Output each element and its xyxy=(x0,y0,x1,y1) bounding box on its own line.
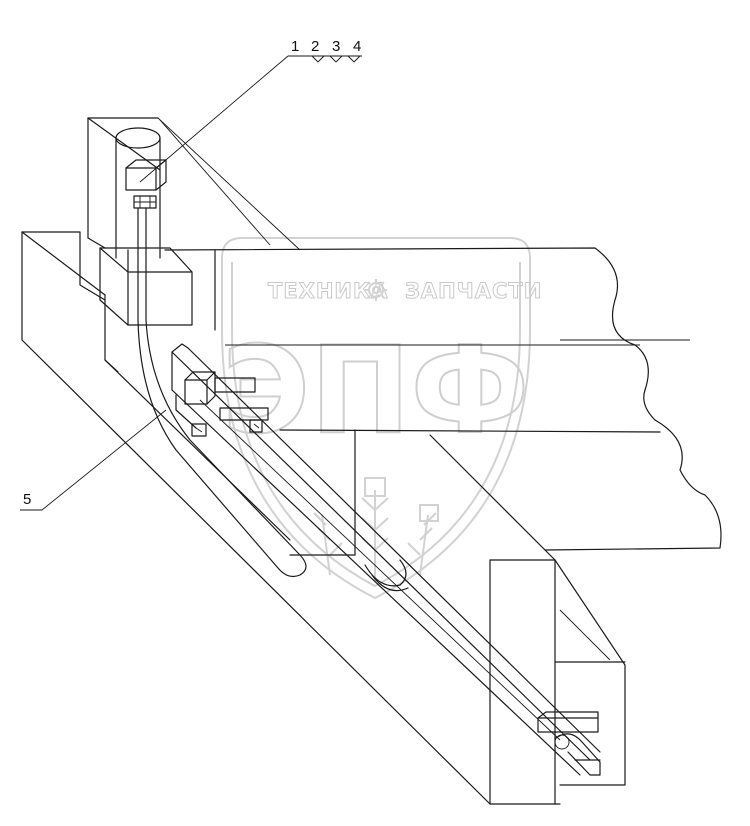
watermark-text-left: ТЕХНИКА xyxy=(268,279,388,303)
callout-top: 1 2 3 4 xyxy=(139,38,362,183)
watermark: ТЕХНИКА ЗАПЧАСТИ ЭПФ xyxy=(221,237,542,600)
gear-icon xyxy=(365,279,387,301)
watermark-text-right: ЗАПЧАСТИ xyxy=(405,279,542,303)
hydraulic-cylinder xyxy=(115,127,167,259)
rod-clamps xyxy=(175,371,269,437)
hydraulic-hose xyxy=(137,207,307,578)
callout-label-2: 2 xyxy=(311,38,319,55)
watermark-shield xyxy=(221,237,531,600)
bracket-block xyxy=(99,247,193,326)
callout-label-4: 4 xyxy=(353,38,361,55)
watermark-wheat xyxy=(313,477,439,582)
watermark-big-letters: ЭПФ xyxy=(222,322,530,461)
callout-label-3: 3 xyxy=(332,38,340,55)
callout-label-5: 5 xyxy=(23,491,31,508)
callout-side: 5 xyxy=(20,409,167,511)
vertical-post xyxy=(87,117,301,251)
callout-label-1: 1 xyxy=(291,38,299,55)
end-fitting xyxy=(537,711,601,776)
right-support xyxy=(429,434,626,805)
back-plate xyxy=(164,247,722,556)
